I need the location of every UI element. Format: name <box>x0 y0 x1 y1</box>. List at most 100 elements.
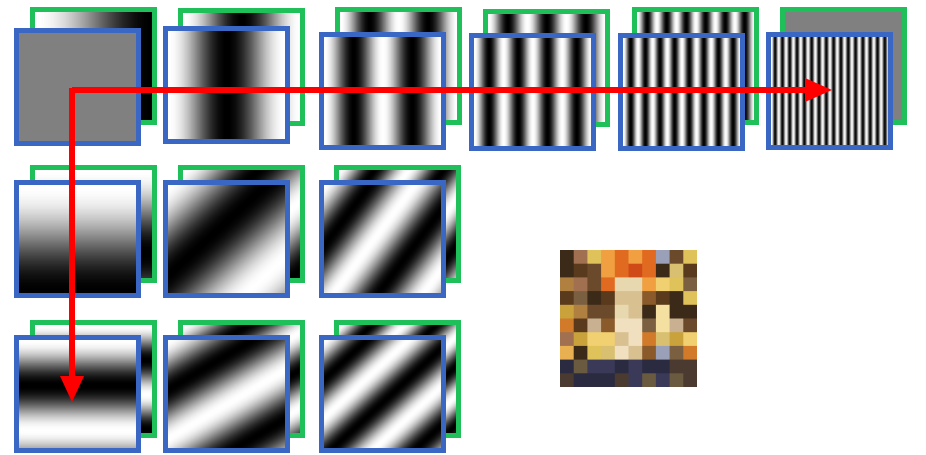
mosaic-cell <box>601 332 616 347</box>
mosaic-cell <box>601 250 616 265</box>
mosaic-cell <box>560 373 575 387</box>
mosaic-cell <box>642 373 657 387</box>
mosaic-cell <box>669 263 684 278</box>
mosaic-cell <box>683 250 697 265</box>
mosaic-cell <box>614 318 629 333</box>
mosaic-cell <box>655 359 671 374</box>
mosaic-cell <box>642 332 657 347</box>
top-front-tile-2 <box>163 26 290 144</box>
mosaic-cell <box>655 263 671 278</box>
mosaic-cell <box>683 359 697 374</box>
mosaic-cell <box>628 277 643 292</box>
mosaic-cell <box>683 318 697 333</box>
mosaic-cell <box>642 318 657 333</box>
mosaic-cell <box>628 263 643 278</box>
mosaic-cell <box>655 345 671 361</box>
mosaic-cell <box>587 373 602 387</box>
mosaic-cell <box>560 332 575 347</box>
mosaic-cell <box>655 304 671 319</box>
mosaic-cell <box>642 291 657 306</box>
mosaic-cell <box>601 359 616 374</box>
mosaic-cell <box>655 250 671 265</box>
mosaic-cell <box>683 345 697 361</box>
mosaic-cell <box>655 373 671 387</box>
mosaic-cell <box>560 291 575 306</box>
mosaic-cell <box>669 250 684 265</box>
mosaic-cell <box>560 359 575 374</box>
mosaic-cell <box>683 277 697 292</box>
mosaic-cell <box>669 359 684 374</box>
mosaic-cell <box>573 359 588 374</box>
mosaic-cell <box>655 318 671 333</box>
mosaic-cell <box>587 250 602 265</box>
mosaic-cell <box>573 304 588 319</box>
mosaic-cell <box>614 345 629 361</box>
mosaic-cell <box>628 318 643 333</box>
mosaic-cell <box>642 250 657 265</box>
mosaic-cell <box>669 345 684 361</box>
top-front-tile-5 <box>618 33 745 151</box>
mosaic-cell <box>642 304 657 319</box>
mosaic-cell <box>628 332 643 347</box>
mosaic-cell <box>587 345 602 361</box>
mosaic-cell <box>614 291 629 306</box>
mosaic-cell <box>587 263 602 278</box>
mosaic-cell <box>573 277 588 292</box>
mosaic-cell <box>573 250 588 265</box>
mosaic-cell <box>601 263 616 278</box>
mosaic-cell <box>560 318 575 333</box>
mosaic-cell <box>573 263 588 278</box>
mosaic-cell <box>601 277 616 292</box>
mosaic-cell <box>628 304 643 319</box>
mosaic-cell <box>573 318 588 333</box>
mosaic-cell <box>642 345 657 361</box>
top-front-tile-1 <box>14 28 141 146</box>
mosaic-cell <box>560 250 575 265</box>
mosaic-cell <box>601 318 616 333</box>
mosaic-cell <box>587 304 602 319</box>
mosaic-cell <box>683 291 697 306</box>
mosaic-cell <box>573 332 588 347</box>
mosaic-cell <box>628 373 643 387</box>
mosaic-cell <box>601 373 616 387</box>
mosaic-cell <box>573 345 588 361</box>
grid-front-tile-r1c2 <box>163 180 290 298</box>
mosaic-cell <box>587 277 602 292</box>
mosaic-cell <box>601 291 616 306</box>
mosaic-cell <box>642 359 657 374</box>
mosaic-cell <box>669 277 684 292</box>
top-front-tile-6 <box>766 32 893 150</box>
mosaic-cell <box>560 277 575 292</box>
mosaic-cell <box>669 291 684 306</box>
mosaic-cell <box>601 345 616 361</box>
mosaic-cell <box>669 373 684 387</box>
mosaic-cell <box>587 318 602 333</box>
mosaic-cell <box>655 332 671 347</box>
mosaic-cell <box>614 250 629 265</box>
mosaic-cell <box>655 291 671 306</box>
top-front-tile-4 <box>469 33 596 151</box>
mosaic-cell <box>560 304 575 319</box>
mosaic-cell <box>628 250 643 265</box>
grid-front-tile-r2c2 <box>163 335 290 453</box>
mosaic-cell <box>560 345 575 361</box>
mosaic-cell <box>573 291 588 306</box>
mosaic-cell <box>587 359 602 374</box>
mosaic-cell <box>560 263 575 278</box>
mosaic-cell <box>573 373 588 387</box>
mosaic-cell <box>683 263 697 278</box>
mosaic-cell <box>614 304 629 319</box>
mosaic-cell <box>628 359 643 374</box>
mosaic-cell <box>614 332 629 347</box>
mosaic-cell <box>628 291 643 306</box>
mosaic-cell <box>669 332 684 347</box>
grid-front-tile-r2c3 <box>319 335 446 453</box>
mosaic-cell <box>669 304 684 319</box>
mosaic-cell <box>642 277 657 292</box>
mosaic-cell <box>683 332 697 347</box>
mosaic-cell <box>587 291 602 306</box>
mosaic-cell <box>601 304 616 319</box>
mosaic-cell <box>587 332 602 347</box>
mosaic-cell <box>655 277 671 292</box>
mosaic-cell <box>628 345 643 361</box>
